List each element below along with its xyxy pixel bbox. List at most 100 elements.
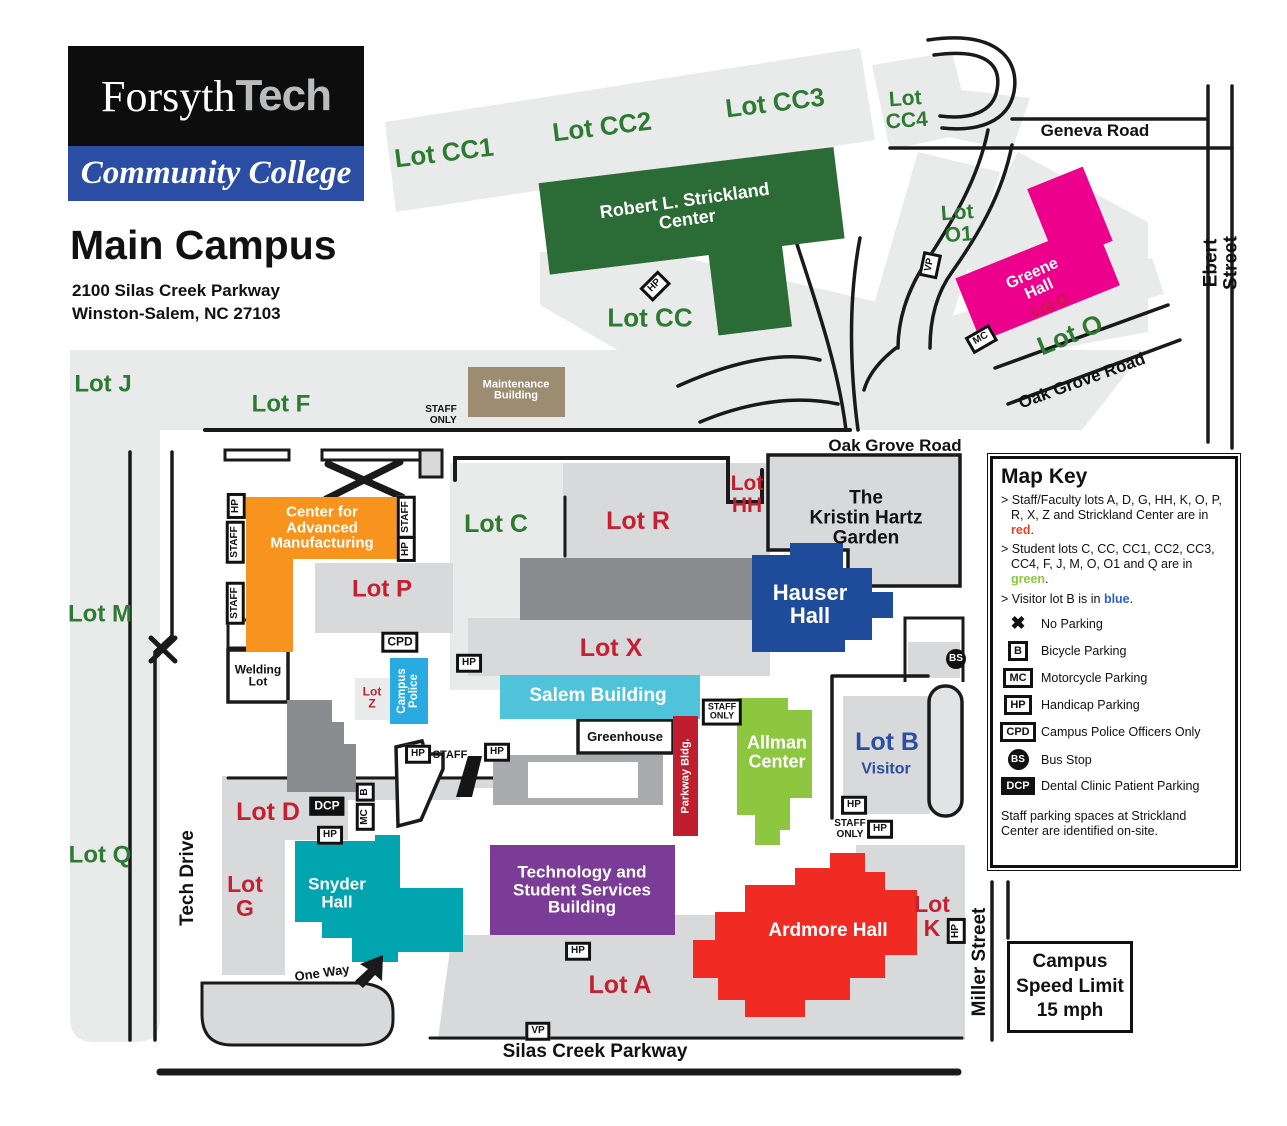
dental-icon-wrap: DCP: [1001, 777, 1035, 796]
ebert-street-label: Ebert Street: [1200, 236, 1241, 290]
no-parking-icon: ✖: [1010, 613, 1026, 634]
lot-hh-label: Lot HH: [730, 472, 764, 517]
bus-stop-icon: BS: [1007, 749, 1029, 771]
speed-sign-line3: 15 mph: [1036, 1000, 1104, 1022]
hp-badge-courtyard-right: HP: [484, 742, 510, 762]
lot-r-label: Lot R: [606, 507, 670, 535]
key-row-handicap: HP Handicap Parking: [1001, 695, 1227, 716]
visitor-rule-color-word: blue: [1103, 591, 1130, 606]
parkway-bldg-shape: [673, 716, 698, 836]
staff-only-lot-b-text: STAFF ONLY: [834, 818, 866, 840]
geneva-road-label: Geneva Road: [1040, 121, 1150, 141]
motorcycle-parking-label: Motorcycle Parking: [1041, 671, 1148, 686]
staff-badge-cam-right: STAFF: [396, 495, 416, 539]
hp-badge-lot-b: HP: [841, 795, 867, 815]
lot-d-label: Lot D: [236, 798, 300, 826]
lot-b-label: Lot B: [855, 728, 919, 756]
cpd-icon: CPD: [1000, 722, 1036, 743]
page-title: Main Campus: [70, 222, 337, 268]
handicap-parking-label: Handicap Parking: [1041, 698, 1140, 713]
staff-only-maintenance-text: STAFF ONLY: [425, 404, 457, 426]
staff-only-badge-salem: STAFF ONLY: [701, 698, 743, 726]
bicycle-parking-label: Bicycle Parking: [1041, 644, 1127, 659]
staff-rule-end: .: [1030, 522, 1034, 537]
motorcycle-icon-wrap: MC: [1001, 668, 1035, 689]
greenhouse-label: Greenhouse: [587, 729, 663, 745]
lot-q-label: Lot Q: [68, 841, 132, 869]
ardmore-hall-shape: [693, 853, 917, 1017]
hp-badge-lot-x: HP: [456, 653, 482, 673]
dental-clinic-label: Dental Clinic Patient Parking: [1041, 779, 1200, 794]
cpd-icon-wrap: CPD: [1000, 722, 1036, 743]
snyder-hall-label: Snyder Hall: [308, 874, 366, 911]
lot-g-label: Lot G: [227, 871, 263, 921]
staff-badge-cam-left-2: STAFF: [225, 581, 245, 625]
hp-badge-cam-right: HP: [396, 536, 416, 562]
salem-building-label: Salem Building: [529, 685, 667, 707]
key-row-dental: DCP Dental Clinic Patient Parking: [1001, 777, 1227, 796]
vp-badge-silas: VP: [525, 1021, 551, 1041]
hp-badge-snyder: HP: [317, 825, 343, 845]
campus-speed-limit-sign: Campus Speed Limit 15 mph: [1007, 941, 1133, 1033]
hp-badge-lot-b-south: HP: [867, 819, 893, 839]
bicycle-parking-icon: B: [1008, 641, 1028, 662]
key-row-bicycle: B Bicycle Parking: [1001, 641, 1227, 662]
parkway-bldg-label: Parkway Bldg.: [679, 738, 692, 814]
map-key-visitor-rule: > Visitor lot B is in blue.: [1001, 592, 1227, 607]
silas-creek-parkway-label: Silas Creek Parkway: [502, 1041, 688, 1063]
speed-sign-line2: Speed Limit: [1016, 975, 1124, 997]
visitor-rule-text: > Visitor lot B is in: [1001, 591, 1104, 606]
small-black-building: [456, 756, 482, 797]
greene-hall-shape: [955, 166, 1120, 342]
welding-lot-label: Welding Lot: [234, 662, 282, 689]
campus-address: 2100 Silas Creek Parkway Winston-Salem, …: [72, 281, 281, 323]
key-row-cpd: CPD Campus Police Officers Only: [1000, 722, 1227, 743]
tssb-label: Technology and Student Services Building: [513, 862, 651, 917]
dental-clinic-icon: DCP: [1001, 777, 1035, 796]
hp-badge-courtyard-left: HP: [405, 744, 431, 764]
lot-o1-label: Lot O1: [940, 200, 975, 247]
map-key-student-rule: > Student lots C, CC, CC1, CC2, CC3, CC4…: [1001, 542, 1227, 586]
maintenance-building-shape: [468, 367, 565, 417]
lot-p-label: Lot P: [352, 575, 412, 603]
dcp-badge: DCP: [309, 796, 345, 816]
hauser-hall-label: Hauser Hall: [772, 580, 848, 628]
advanced-manufacturing-shape: [246, 497, 397, 652]
median-island: [200, 981, 395, 1047]
staff-text-courtyard: STAFF: [432, 748, 468, 761]
lot-c-label: Lot C: [464, 510, 528, 538]
map-key-staff-rule: > Staff/Faculty lots A, D, G, HH, K, O, …: [1001, 493, 1227, 537]
lot-j-label: Lot J: [74, 370, 132, 398]
bicycle-icon-wrap: B: [1001, 641, 1035, 662]
student-rule-end: .: [1045, 571, 1049, 586]
key-row-bus-stop: BS Bus Stop: [1001, 749, 1227, 771]
cpd-badge: CPD: [381, 631, 419, 653]
key-row-motorcycle: MC Motorcycle Parking: [1001, 668, 1227, 689]
motorcycle-parking-icon: MC: [1003, 668, 1033, 689]
lot-cc-label: Lot CC: [607, 302, 693, 333]
lot-b-visitor-label: Visitor: [861, 760, 911, 778]
bus-stop-label: Bus Stop: [1041, 752, 1092, 767]
mc-badge-lot-d: MC: [355, 803, 375, 831]
hp-badge-lot-k: HP: [946, 918, 966, 944]
advanced-manufacturing-label: Center for Advanced Manufacturing: [270, 503, 374, 552]
lot-m-label: Lot M: [68, 600, 132, 628]
map-key-title: Map Key: [1001, 465, 1088, 488]
outlined-structures: [223, 448, 965, 829]
kristin-hartz-garden-label: The Kristin Hartz Garden: [809, 487, 923, 548]
courtyard-building-court: [528, 762, 638, 798]
logo-forsyth-text: Forsyth: [101, 71, 236, 121]
key-row-no-parking: ✖ No Parking: [1001, 613, 1227, 634]
tssb-shape: [490, 845, 675, 935]
map-key-footnote: Staff parking spaces at Strickland Cente…: [1001, 809, 1187, 839]
bs-badge-bus-stop: BS: [946, 649, 966, 669]
handicap-icon-wrap: HP: [1001, 695, 1035, 716]
miller-street-label: Miller Street: [969, 907, 991, 1017]
staff-badge-cam-left-1: STAFF: [225, 520, 245, 564]
lot-z-label: Lot Z: [362, 684, 382, 711]
no-parking-x-icons: [148, 458, 406, 664]
bus-stop-icon-wrap: BS: [1001, 749, 1035, 771]
